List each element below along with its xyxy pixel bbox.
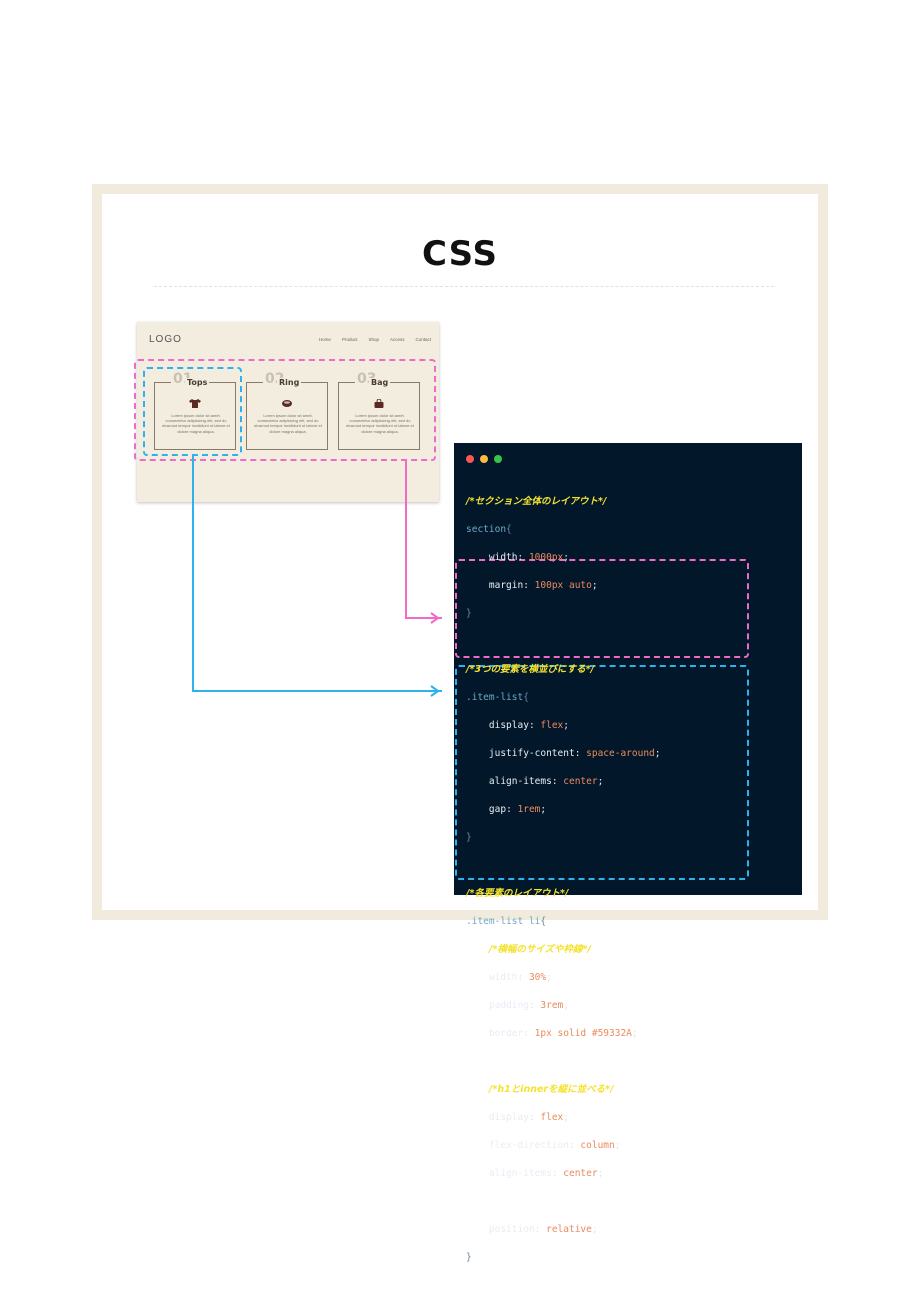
- ring-icon: [282, 400, 292, 407]
- code-property: width: [488, 552, 518, 563]
- outer-frame: CSS LOGO Home Product Shop Access Contac…: [92, 184, 828, 1263]
- code-property: gap: [488, 804, 507, 815]
- code-value: center: [563, 776, 598, 787]
- bag-icon: [374, 399, 384, 408]
- code-value: 1rem: [517, 804, 541, 815]
- code-value: 3rem: [540, 1000, 564, 1011]
- card-title: Ring: [277, 378, 302, 387]
- list-item-highlight: [143, 367, 242, 456]
- code-value: 1px solid #59332A: [534, 1028, 632, 1039]
- code-selector: .item-list li: [466, 916, 541, 927]
- code-value: column: [580, 1140, 615, 1151]
- code-value: relative: [546, 1224, 592, 1235]
- code-property: border: [488, 1028, 524, 1039]
- close-dot-icon[interactable]: [466, 455, 474, 463]
- preview-nav-product[interactable]: Product: [341, 337, 358, 342]
- code-value: space-around: [586, 748, 655, 759]
- window-controls: [466, 455, 502, 463]
- code-property: align-items: [488, 776, 552, 787]
- code-value: 100px auto: [534, 580, 592, 591]
- preview-logo: LOGO: [149, 334, 182, 345]
- code-property: display: [488, 720, 529, 731]
- blue-arrow-head-icon: [430, 685, 439, 697]
- card-title: Bag: [369, 378, 391, 387]
- code-selector: section: [466, 524, 507, 535]
- code-property: align-items: [488, 1168, 552, 1179]
- preview-nav-contact[interactable]: Contact: [415, 337, 431, 342]
- code-value: center: [563, 1168, 598, 1179]
- shirt-icon: [189, 399, 201, 408]
- pink-arrow-head-icon: [430, 612, 439, 624]
- code-list-item-highlight: [455, 665, 749, 880]
- code-selector: .item-list: [466, 692, 524, 703]
- code-property: padding: [488, 1000, 529, 1011]
- code-value: 30%: [528, 972, 547, 983]
- code-editor: /*セクション全体のレイアウト*/ section{ width: 1000px…: [454, 443, 802, 1263]
- card-text: Lorem ipsum dolor sit amet, consectetur …: [346, 413, 414, 434]
- code-property: position: [488, 1224, 535, 1235]
- preview-card-bag: 03 Bag Lorem ipsum dolor sit amet, conse…: [338, 371, 420, 450]
- page-title: CSS: [421, 234, 499, 274]
- code-lines: /*セクション全体のレイアウト*/ section{ width: 1000px…: [466, 496, 661, 1263]
- code-property: flex-direction: [488, 1140, 569, 1151]
- preview-card-ring: 02 Ring Lorem ipsum dolor sit amet, cons…: [246, 371, 328, 450]
- preview-nav-home[interactable]: Home: [318, 337, 331, 342]
- preview-nav-access[interactable]: Access: [389, 337, 405, 342]
- code-property: margin: [488, 580, 524, 591]
- code-comment: /*セクション全体のレイアウト*/: [466, 496, 607, 507]
- code-property: display: [488, 1112, 529, 1123]
- preview-card-tops: 01 Tops Lorem ipsum dolor sit amet, cons…: [154, 371, 236, 450]
- card-text: Lorem ipsum dolor sit amet, consectetur …: [162, 413, 230, 434]
- code-value: flex: [540, 720, 564, 731]
- title-divider: [154, 286, 774, 287]
- code-comment: /*横幅のサイズや枠線*/: [488, 944, 591, 955]
- code-comment: /*各要素のレイアウト*/: [466, 888, 569, 899]
- preview-nav: Home Product Shop Access Contact: [319, 337, 431, 342]
- content-panel: CSS LOGO Home Product Shop Access Contac…: [102, 194, 818, 1263]
- maximize-dot-icon[interactable]: [494, 455, 502, 463]
- code-value: flex: [540, 1112, 564, 1123]
- code-comment: /*h1とinnerを縦に並べる*/: [488, 1084, 614, 1095]
- code-comment: /*3つの要素を横並びにする*/: [466, 664, 595, 675]
- code-item-list-highlight: [455, 559, 749, 658]
- code-property: width: [488, 972, 518, 983]
- card-title: Tops: [185, 378, 210, 387]
- code-value: 1000px: [528, 552, 564, 563]
- preview-nav-shop[interactable]: Shop: [368, 337, 379, 342]
- code-property: justify-content: [488, 748, 575, 759]
- minimize-dot-icon[interactable]: [480, 455, 488, 463]
- card-text: Lorem ipsum dolor sit amet, consectetur …: [254, 413, 322, 434]
